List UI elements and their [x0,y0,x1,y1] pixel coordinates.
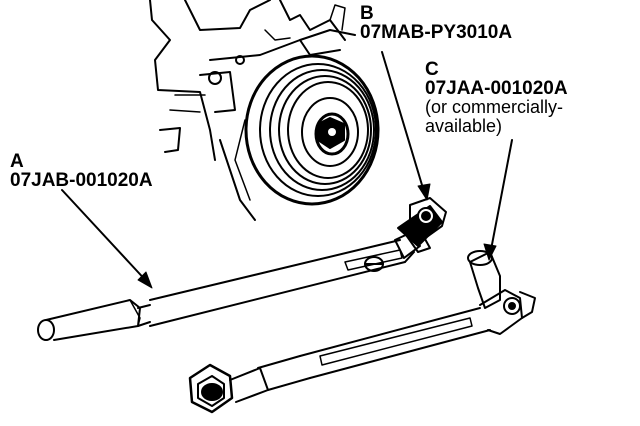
callout-a-letter: A [10,151,24,172]
callout-c-letter: C [425,59,439,80]
leader-a [61,189,153,289]
callout-c-note-line2: available) [425,116,503,136]
callout-c-part-number: 07JAA-001020A [425,78,568,99]
callout-b: B 07MAB-PY3010A [360,4,512,42]
callout-a: A 07JAB-001020A [10,152,153,190]
crankshaft-pulley [244,54,380,206]
tool-a-handle [37,231,421,341]
callout-c: C 07JAA-001020A (or commercially- availa… [425,60,568,136]
leader-c [483,139,513,261]
callout-b-part-number: 07MAB-PY3010A [360,22,513,43]
callout-b-letter: B [360,3,374,24]
engine-block [149,0,356,221]
callout-a-part-number: 07JAB-001020A [10,170,153,191]
tool-c-wrench [188,250,536,414]
callout-c-note-line1: (or commercially- [425,97,564,117]
leader-b [381,51,431,201]
tool-b-attachment [397,197,447,253]
